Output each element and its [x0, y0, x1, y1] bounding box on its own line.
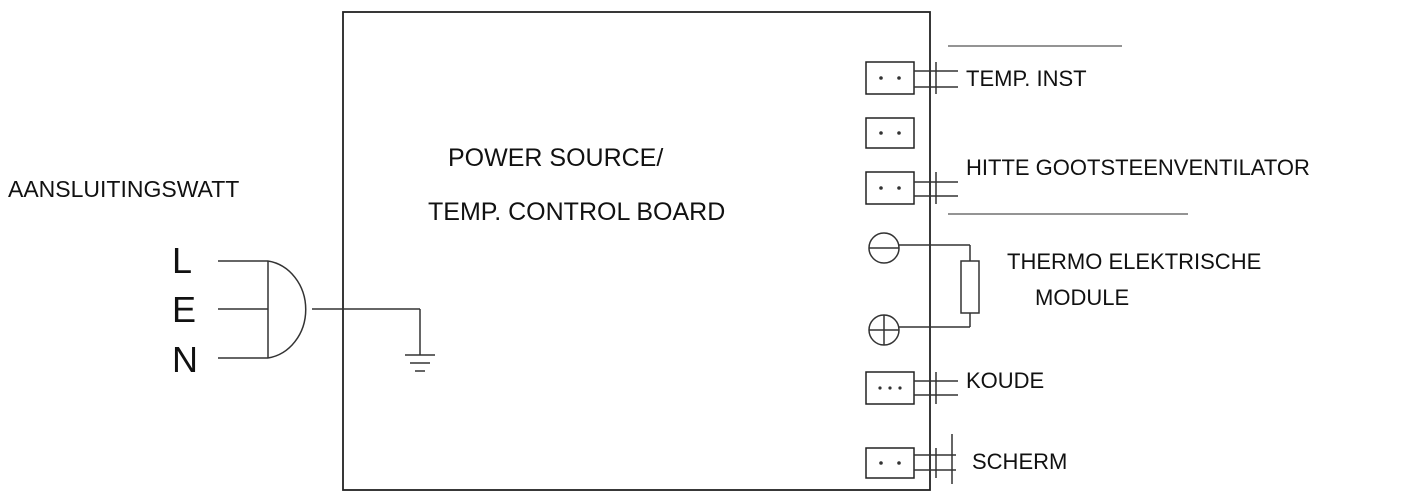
- label-heat-sink-fan: HITTE GOOTSTEENVENTILATOR: [966, 155, 1310, 180]
- label-thermo-module-line1: THERMO ELEKTRISCHE: [1007, 249, 1261, 274]
- terminal-earth-label: E: [172, 289, 196, 330]
- connector-cold: [865, 371, 958, 405]
- board-title-line1: POWER SOURCE/: [448, 144, 663, 172]
- label-thermo-module-line2: MODULE: [1035, 285, 1129, 310]
- label-temp-inst: TEMP. INST: [966, 66, 1087, 91]
- board-title-line2: TEMP. CONTROL BOARD: [428, 198, 725, 226]
- terminal-neutral-label: N: [172, 339, 198, 380]
- resistor-icon: [960, 260, 980, 314]
- connector-screen: [865, 434, 956, 484]
- label-screen: SCHERM: [972, 449, 1067, 474]
- terminal-live-label: L: [172, 240, 192, 281]
- ground-icon: [405, 309, 435, 372]
- connector-heat-sink-fan: [865, 171, 958, 205]
- control-board-box: [342, 11, 931, 491]
- connector-spare: [865, 117, 915, 149]
- label-cold: KOUDE: [966, 368, 1044, 393]
- power-plug: [218, 260, 420, 359]
- power-input-label: AANSLUITINGSWATT: [8, 176, 239, 202]
- connector-temp-inst: [865, 61, 958, 95]
- thermo-module-wiring: [868, 232, 980, 346]
